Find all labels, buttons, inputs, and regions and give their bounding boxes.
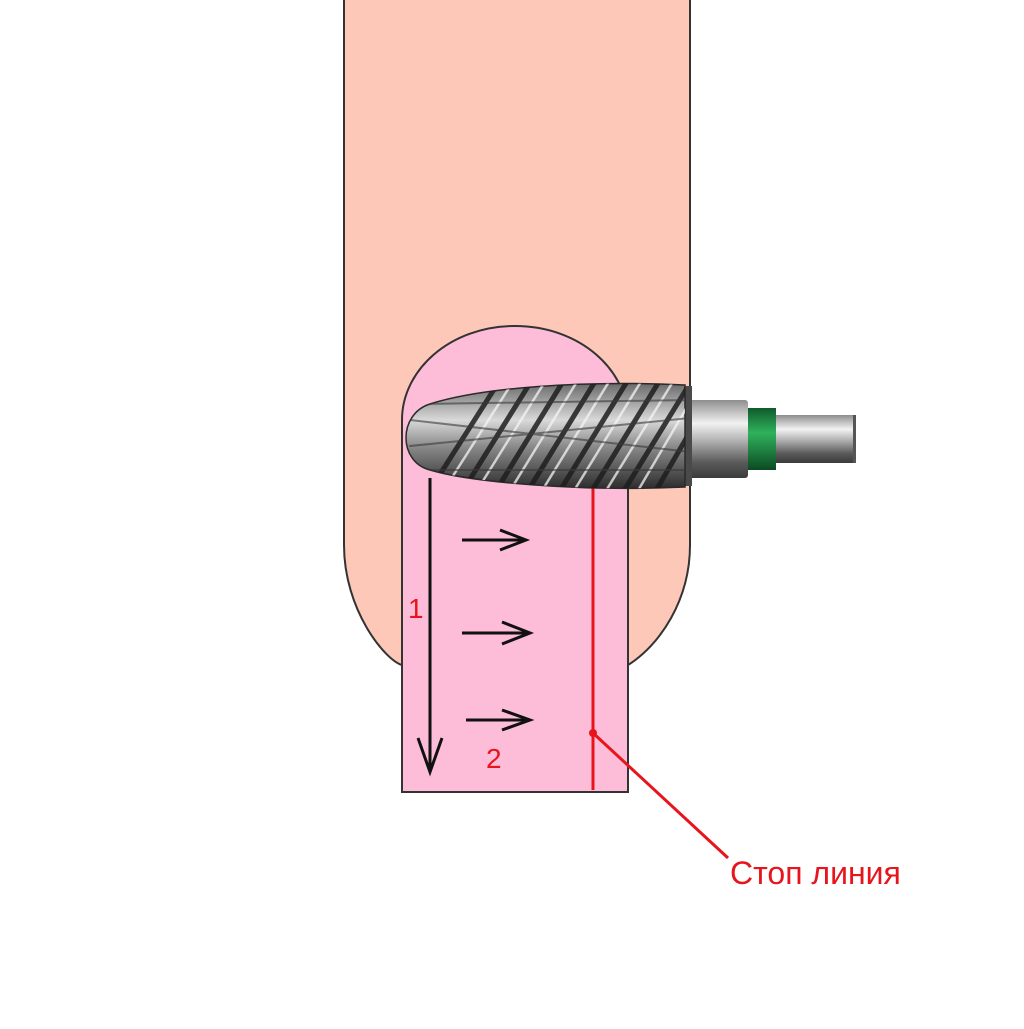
bit-collar (688, 400, 748, 478)
vertical-arrow (416, 478, 444, 777)
step-2-label: 2 (486, 743, 502, 774)
stop-line-leader (591, 731, 730, 860)
horizontal-arrow (466, 708, 535, 732)
step-1-label: 1 (408, 593, 424, 624)
bit-shank (775, 415, 855, 463)
horizontal-arrow (462, 620, 535, 646)
horizontal-arrow (462, 528, 531, 552)
carbide-cutter-bit-icon (405, 382, 856, 490)
bit-green-band (746, 408, 776, 470)
stop-line-label: Стоп линия (730, 855, 901, 891)
